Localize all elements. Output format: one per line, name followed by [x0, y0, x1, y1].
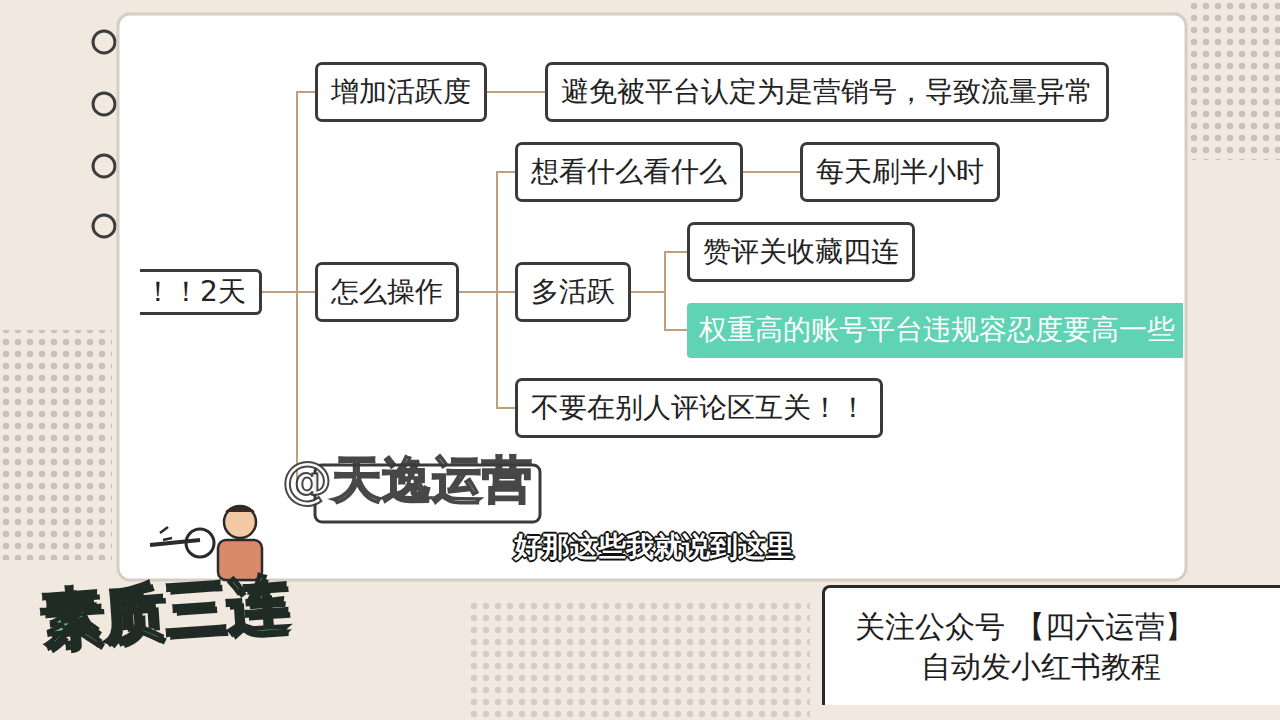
- logo-text: 素质三连: [38, 561, 291, 662]
- topic-box: 增加活跃度: [315, 62, 487, 122]
- node-text: 增加活跃度: [331, 75, 471, 109]
- highlight-box: 权重高的账号平台违规容忍度要高一些: [687, 303, 1183, 358]
- node-text: 避免被平台认定为是营销号，导致流量异常: [561, 75, 1093, 109]
- node-text: 多活跃: [531, 275, 615, 309]
- topic-box: 怎么操作: [315, 262, 459, 322]
- topic-box: 赞评关收藏四连: [687, 222, 915, 282]
- topic-box: 每天刷半小时: [800, 142, 1000, 202]
- node-text: 想看什么看什么: [531, 155, 727, 189]
- branch-line: [262, 92, 315, 292]
- pipe: [150, 540, 200, 545]
- node-text: 自动发小红书教程: [921, 649, 1161, 685]
- branch-line: [459, 172, 515, 292]
- node-text: 关注公众号 【四六运营】: [855, 609, 1195, 645]
- topic-box: 多活跃: [515, 262, 631, 322]
- branch-line: [743, 171, 800, 173]
- head: [224, 506, 256, 538]
- node-text: 怎么操作: [331, 275, 443, 309]
- node-text: ！！2天: [144, 275, 246, 309]
- branch-line: [459, 292, 515, 408]
- node-text: 赞评关收藏四连: [703, 235, 899, 269]
- spark: [160, 527, 172, 540]
- topic-box: 不要在别人评论区互关！！: [515, 378, 883, 438]
- halftone-dots: [1190, 0, 1280, 160]
- white-panel: [118, 14, 1186, 580]
- subtitle: 好那这些我就说到这里: [514, 528, 794, 566]
- branch-line: [487, 91, 545, 93]
- node-text: 权重高的账号平台违规容忍度要高一些: [699, 313, 1175, 347]
- topic-box: 避免被平台认定为是营销号，导致流量异常: [545, 62, 1109, 122]
- binder-ring: [93, 31, 115, 53]
- root-topic: ！！2天: [140, 269, 262, 315]
- branch-line: [631, 252, 687, 292]
- watermark: @天逸运营: [282, 447, 532, 514]
- binder-rings: [93, 31, 115, 237]
- hair: [226, 506, 254, 512]
- node-text: 每天刷半小时: [816, 155, 984, 189]
- binder-ring: [93, 215, 115, 237]
- binder-ring: [93, 93, 115, 115]
- branch-line: [262, 291, 315, 293]
- node-text: 不要在别人评论区互关！！: [531, 391, 867, 425]
- follow-banner: 关注公众号 【四六运营】自动发小红书教程: [822, 585, 1280, 705]
- halftone-dots: [0, 330, 112, 560]
- binder-ring: [93, 155, 115, 177]
- topic-box: 想看什么看什么: [515, 142, 743, 202]
- halftone-dots: [470, 600, 810, 720]
- gauge: [186, 529, 214, 557]
- branch-line: [631, 292, 687, 330]
